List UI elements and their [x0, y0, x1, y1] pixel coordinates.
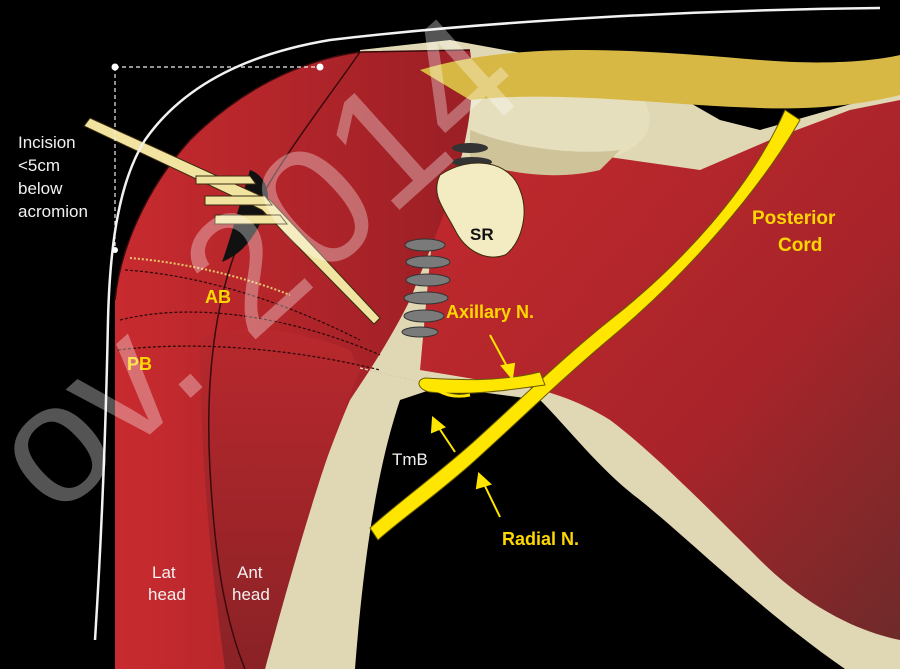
- axillary-label: Axillary N.: [446, 302, 534, 322]
- lat-head-label-1: Lat: [152, 563, 176, 582]
- posterior-cord-label-1: Posterior: [752, 208, 836, 229]
- dimension-dot-3: [112, 247, 118, 253]
- ant-head-label-2: head: [232, 585, 270, 604]
- incision-label-3: below: [18, 179, 63, 198]
- tmb-label: TmB: [392, 450, 428, 469]
- radial-label: Radial N.: [502, 529, 579, 549]
- incision-label-2: <5cm: [18, 156, 60, 175]
- sr-label: SR: [470, 225, 494, 244]
- dimension-dot-2: [317, 64, 324, 71]
- posterior-cord-label-2: Cord: [778, 235, 822, 256]
- dimension-dot-1: [112, 64, 119, 71]
- incision-label-4: acromion: [18, 202, 88, 221]
- lat-head-label-2: head: [148, 585, 186, 604]
- incision-label-1: Incision: [18, 133, 76, 152]
- ant-head-label-1: Ant: [237, 563, 263, 582]
